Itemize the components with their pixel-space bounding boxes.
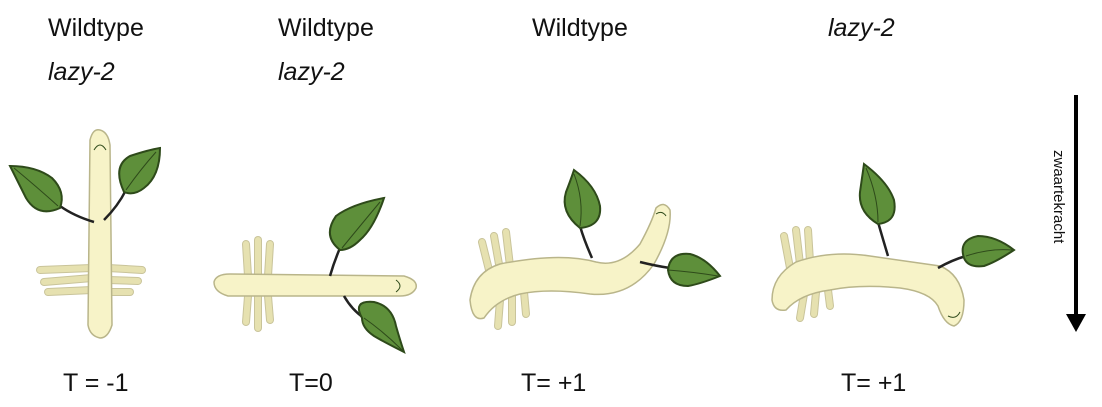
panel1-leaf-left xyxy=(10,166,62,211)
panel1-time-label: T = -1 xyxy=(63,368,129,398)
panel4-seedling xyxy=(772,164,1014,326)
gravity-arrow xyxy=(1066,95,1086,332)
panel2-stem xyxy=(214,274,416,296)
panel1-seedling xyxy=(10,130,160,338)
panel3-seedling xyxy=(470,170,720,326)
panel3-leaf-right xyxy=(668,254,720,286)
panel3-leaf-top xyxy=(565,170,601,228)
panel2-time-label: T=0 xyxy=(289,368,333,398)
panel4-leaf-top xyxy=(860,164,895,224)
panel2-leaf-bottom xyxy=(359,302,404,352)
panel3-time-label: T= +1 xyxy=(521,368,586,398)
panel1-stem xyxy=(88,130,112,338)
panel2-leaf-top xyxy=(330,198,384,250)
gravity-label: zwaartekracht xyxy=(1050,150,1067,243)
panel2-seedling xyxy=(214,198,416,352)
panel4-time-label: T= +1 xyxy=(841,368,906,398)
